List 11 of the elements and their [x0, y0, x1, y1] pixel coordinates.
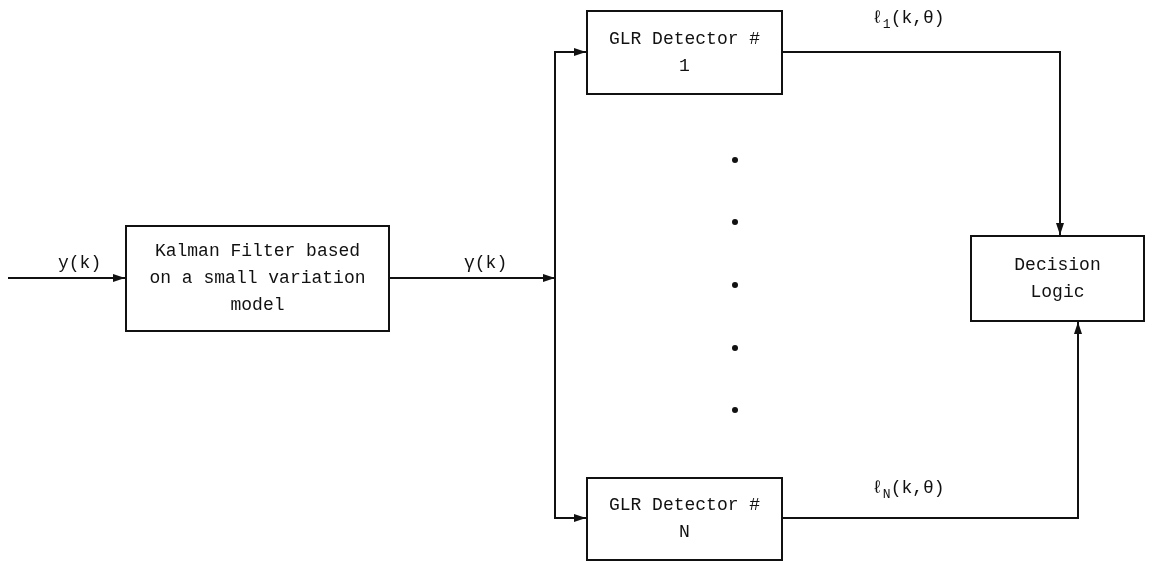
arrow: [7, 274, 126, 282]
box-label: GLR Detector # 1: [607, 27, 762, 78]
box-label: Kalman Filter based on a small variation model: [148, 240, 367, 317]
arrow: [782, 321, 1082, 519]
process-box: [970, 235, 1145, 322]
arrow: [782, 51, 1064, 236]
box-label: GLR Detector # N: [607, 494, 762, 544]
process-box: [586, 477, 783, 561]
process-box: [125, 225, 390, 332]
box-label: Decision Logic: [1013, 253, 1102, 304]
process-box: [586, 10, 783, 95]
